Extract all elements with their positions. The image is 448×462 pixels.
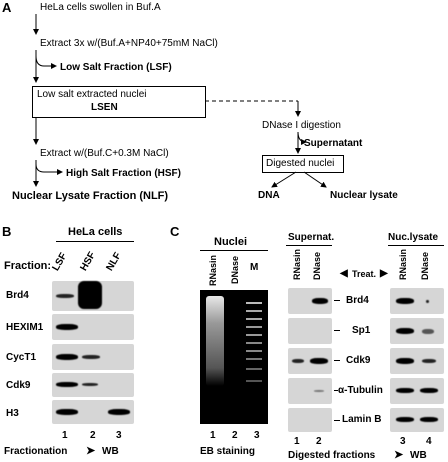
wb-label-b: WB [102, 446, 119, 457]
blot-c-lys-tubulin [390, 378, 444, 404]
gel-lane-m: M [250, 262, 259, 273]
blot-b-cyct1 [52, 344, 134, 370]
lsen-box-line1: Low salt extracted nuclei [37, 89, 147, 100]
low-salt-fraction: Low Salt Fraction (LSF) [60, 62, 172, 73]
sup-lane-dnase: DNase [312, 251, 322, 280]
nuclear-lysate-fraction: Nuclear Lysate Fraction (NLF) [12, 190, 169, 202]
tick-c-3 [334, 360, 340, 361]
gel-lane-dnase: DNase [230, 255, 240, 284]
wb-lane-num-4: 4 [426, 436, 432, 447]
row-label-brd4: Brd4 [6, 290, 29, 301]
blot-c-sup-laminb [288, 408, 332, 432]
blot-b-hexim1 [52, 314, 134, 340]
lys-lane-rnasin: RNasin [398, 248, 408, 280]
panel-c-letter: C [170, 224, 180, 239]
eb-staining-label: EB staining [200, 446, 256, 457]
digested-nuclei-label: Digested nuclei [266, 158, 335, 169]
gel-lane-rnasin: RNasin [208, 254, 218, 286]
blot-c-sup-sp1 [288, 318, 332, 344]
row-label-hexim1: HEXIM1 [6, 322, 44, 333]
lane-b-1: 1 [62, 430, 68, 441]
blot-c-lys-cdk9 [390, 348, 444, 374]
fractionation-label: Fractionation [4, 446, 68, 457]
digested-nuclei-box: Digested nuclei [262, 155, 344, 173]
lane-b-3: 3 [116, 430, 122, 441]
row-c-laminb: Lamin B [342, 414, 382, 425]
wb-lane-num-2: 2 [316, 436, 322, 447]
nuclysate-underline [388, 245, 444, 246]
row-label-h3: H3 [6, 408, 19, 419]
row-c-brd4: Brd4 [346, 295, 369, 306]
blot-c-lys-sp1 [390, 318, 444, 344]
tick-c-1 [334, 300, 340, 301]
step-swollen: HeLa cells swollen in Buf.A [40, 2, 161, 13]
dnase-digestion: DNase I digestion [262, 120, 341, 131]
blot-c-sup-brd4 [288, 288, 332, 314]
tick-c-5 [334, 420, 340, 421]
digested-fractions-label: Digested fractions [288, 450, 376, 461]
blot-c-lys-brd4 [390, 288, 444, 314]
tick-c-2 [334, 330, 340, 331]
dna-label: DNA [258, 190, 280, 201]
blot-b-brd4 [52, 281, 134, 311]
blot-c-sup-cdk9 [288, 348, 332, 374]
hela-underline [56, 241, 134, 242]
step-extract-1: Extract 3x w/(Buf.A+NP40+75mM NaCl) [40, 38, 218, 49]
sup-lane-rnasin: RNasin [292, 248, 302, 280]
step-extract-2: Extract w/(Buf.C+0.3M NaCl) [40, 148, 169, 159]
blot-c-lys-laminb [390, 408, 444, 432]
gel-lane-num-1: 1 [210, 430, 216, 441]
fraction-label: Fraction: [4, 260, 52, 272]
nuclear-lysate-label: Nuclear lysate [330, 190, 398, 201]
high-salt-fraction: High Salt Fraction (HSF) [66, 168, 181, 179]
treat-arrow-left: ◀ [340, 268, 348, 279]
row-c-tubulin: α-Tubulin [338, 385, 383, 396]
supernat-underline [286, 245, 332, 246]
panel-a-letter: A [2, 0, 12, 15]
nuclei-underline [200, 250, 268, 251]
arrow-b: ➤ [86, 445, 96, 457]
lys-lane-dnase: DNase [420, 251, 430, 280]
arrow-c: ➤ [394, 449, 404, 461]
tick-c-4 [334, 390, 338, 391]
row-label-cdk9: Cdk9 [6, 380, 31, 391]
blot-b-cdk9 [52, 373, 134, 397]
treat-arrow-right: ▶ [380, 268, 388, 279]
panel-b-letter: B [2, 224, 12, 239]
nuclei-header: Nuclei [214, 236, 248, 248]
treat-label: Treat. [352, 269, 377, 279]
row-c-cdk9: Cdk9 [346, 355, 371, 366]
row-c-sp1: Sp1 [352, 325, 371, 336]
gel-lane-num-3: 3 [254, 430, 260, 441]
gel-lane-num-2: 2 [232, 430, 238, 441]
lane-b-2: 2 [90, 430, 96, 441]
hela-cells-header: HeLa cells [68, 226, 123, 238]
wb-lane-num-3: 3 [400, 436, 406, 447]
eb-gel-image [200, 290, 268, 424]
blot-c-sup-tubulin [288, 378, 332, 404]
lsen-box-line2: LSEN [91, 102, 118, 113]
blot-b-h3 [52, 400, 134, 424]
row-label-cyct1: CycT1 [6, 352, 37, 363]
supernatant-label: Supernatant [304, 138, 363, 149]
wb-label-c: WB [410, 450, 427, 461]
nuclysate-header: Nuc.lysate [388, 232, 439, 243]
wb-lane-num-1: 1 [294, 436, 300, 447]
supernat-header: Supernat. [288, 232, 335, 243]
lsen-box: Low salt extracted nuclei LSEN [32, 86, 206, 118]
